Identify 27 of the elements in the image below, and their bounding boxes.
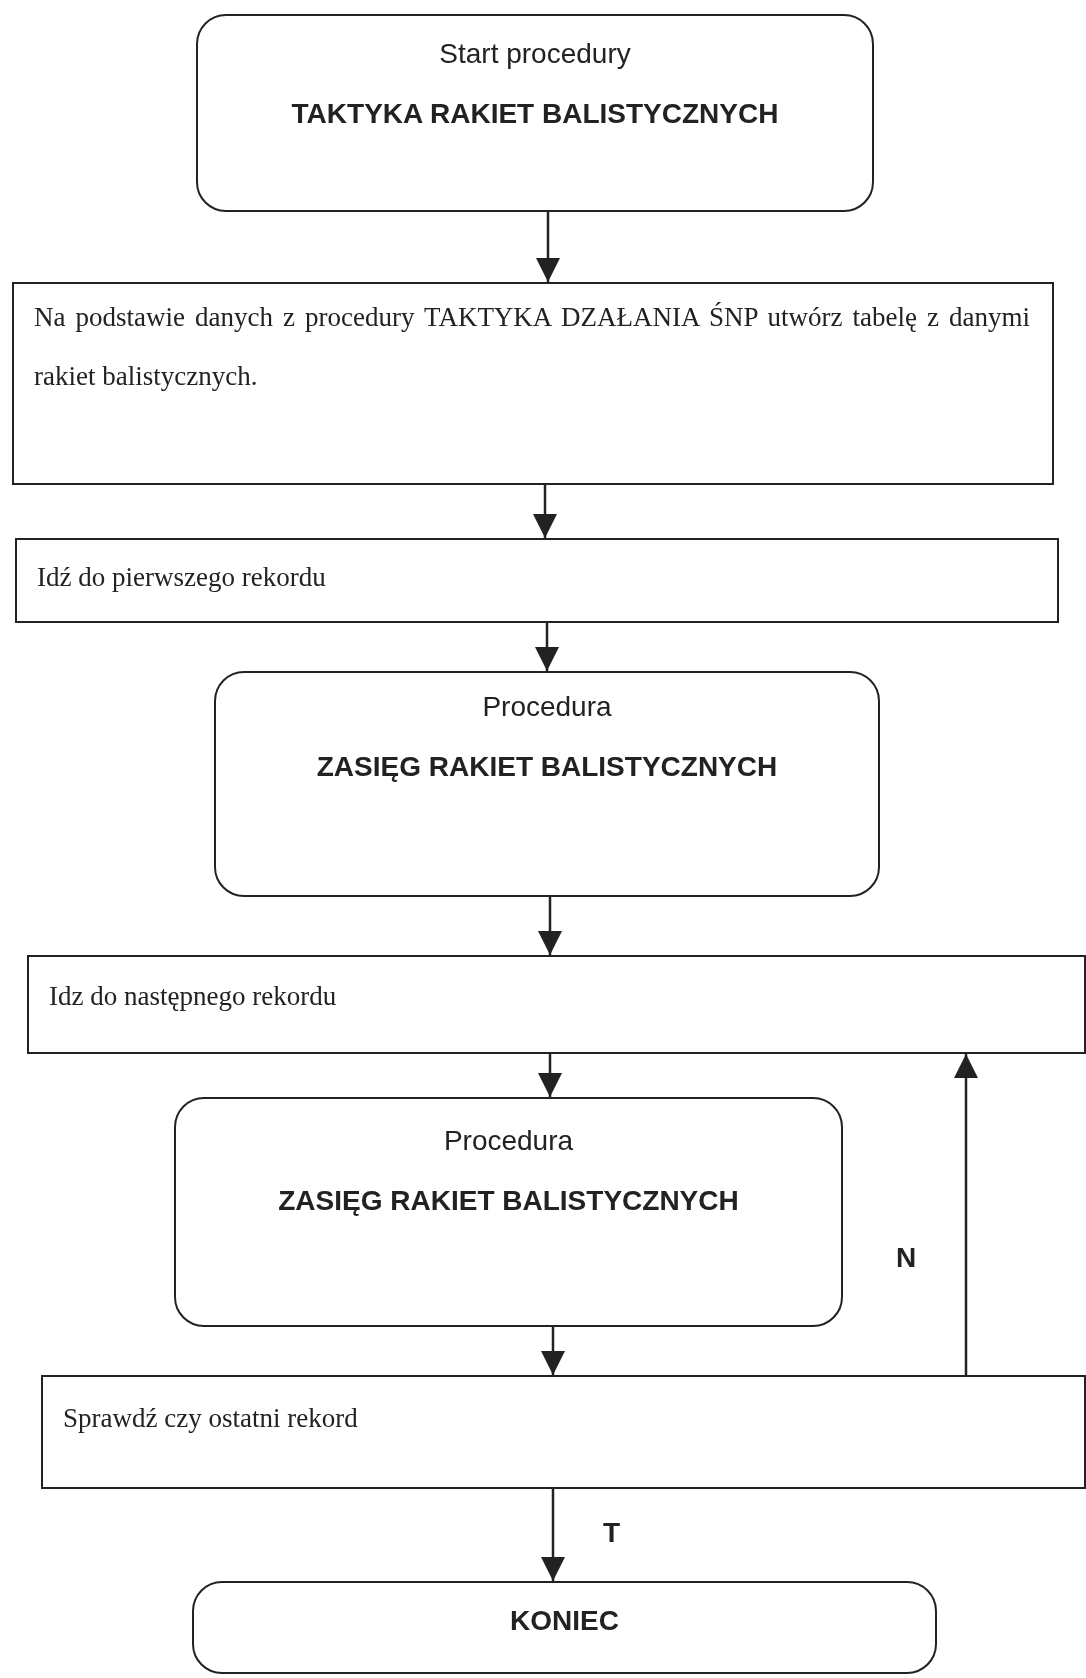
procedure-name: ZASIĘG RAKIET BALISTYCZNYCH	[277, 1185, 740, 1217]
process-box	[41, 1375, 1086, 1489]
step-text: Idz do następnego rekordu	[49, 980, 338, 1013]
step-text: Na podstawie danych z procedury TAKTYKA DZAŁANIA ŚNP utwórz tabelę z danymi rakiet balistycznych.	[34, 301, 1030, 393]
procedure-box	[196, 14, 874, 212]
arrow	[541, 1489, 565, 1581]
procedure-caption: Procedura	[481, 691, 613, 723]
procedure-name: TAKTYKA RAKIET BALISTYCZNYCH	[290, 98, 780, 130]
procedure-caption: Procedura	[442, 1125, 575, 1157]
procedure-box	[174, 1097, 843, 1327]
step-text: Sprawdź czy ostatni rekord	[63, 1402, 359, 1435]
arrow	[535, 623, 559, 671]
arrow	[954, 1054, 978, 1375]
step-text: Idź do pierwszego rekordu	[37, 561, 327, 594]
process-box	[12, 282, 1054, 485]
arrow	[538, 1054, 562, 1097]
procedure-caption: Start procedury	[438, 38, 632, 70]
terminal-box	[192, 1581, 937, 1674]
process-box	[27, 955, 1086, 1054]
arrow	[538, 897, 562, 955]
procedure-name: ZASIĘG RAKIET BALISTYCZNYCH	[315, 751, 779, 783]
terminal-text: KONIEC	[509, 1605, 620, 1637]
arrow	[536, 212, 560, 282]
procedure-box	[214, 671, 880, 897]
process-box	[15, 538, 1059, 623]
arrow	[541, 1327, 565, 1375]
arrow	[533, 485, 557, 538]
